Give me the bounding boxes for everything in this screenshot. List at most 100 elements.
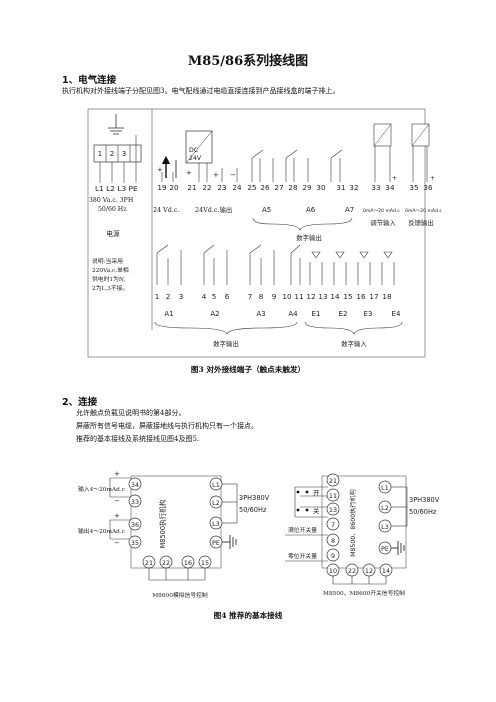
bottom-terminal: 5 [212,292,217,301]
footer-left: M8600模拟信号控制 [152,591,208,599]
top-terminal: 36 [423,183,433,192]
label-adjust-input: 调节输入 [370,218,396,227]
node: 22 [348,567,356,575]
dc-label: DC [189,147,198,154]
figure3-frame [87,108,426,358]
close-label: 关 [313,506,320,515]
page-title: M85/86系列接线图 [187,54,309,69]
label-digital-output-bottom: 数字输出 [213,339,239,348]
top-terminal: 34 [385,183,395,192]
input-label: 输入4～20mAd.c [78,485,125,493]
node: 10 [329,567,337,575]
figure3-caption: 图3 对外接线端子（触点未触发） [190,365,306,374]
top-terminal: 25 [247,183,256,192]
footer-right: M8500、M8600开关信号控制 [323,589,405,597]
fig4-right: 开 关 满位开关量 零位开关量 21 11 13 7 8 9 1 [285,473,440,597]
node: 8 [331,537,335,545]
label-24v-output: 24Vd.c.输出 [195,205,232,214]
top-terminal: 19 [157,183,167,192]
node: 21 [145,559,153,567]
node: 33 [131,498,139,506]
bottom-terminal: 16 [356,292,366,301]
full-open-label: 满位开关量 [288,526,317,534]
transducer-feedback-icon [411,123,430,147]
bottom-terminal: 4 [202,292,207,301]
power-term-3: 3 [122,150,126,158]
bottom-terminal: 1 [155,292,160,301]
node: PE [212,539,220,547]
top-terminal: 31 [336,183,345,192]
section2-line3: 推荐的基本接线及系统接线见图4及图5. [76,435,200,443]
top-terminal: 28 [288,183,298,192]
top-terminal: 32 [349,183,358,192]
output-label: 输出4～20mAd.c [78,527,125,535]
dc-24v-supply: DC 24V [185,130,213,164]
svg-text:+: + [114,512,120,520]
label-digital-output-top: 数字输出 [296,233,322,242]
power-label-right: 3PH380V [409,496,440,504]
power-title: 电源 [106,229,120,238]
section1-heading: 1、电气连接 [62,75,117,86]
node: L2 [381,504,389,512]
top-terminal: 21 [187,183,196,192]
bottom-group-row: A1 A2 A3 A4 E1 E2 E3 E4 [164,310,401,318]
svg-text:+: + [213,171,219,179]
node: 36 [131,521,139,529]
node: L3 [212,520,220,528]
note-line-4: 2为L,3不接。 [92,284,128,292]
zero-open-label: 零位开关量 [288,552,317,560]
freq-label-right: 50/60Hz [409,508,437,516]
label-feedback-output: 反馈输出 [408,218,434,227]
node: L3 [381,523,389,531]
actuator-vertical-label-right: M8500、8600执行机构 [349,489,357,557]
bottom-terminal: 2 [166,292,171,301]
actuator-box-left [130,475,222,569]
svg-text:−: − [230,171,236,179]
bottom-terminal-row: 1 2 3 4 5 6 7 8 9 10 11 12 13 14 15 16 1… [155,292,392,301]
group-e2: E2 [339,310,348,318]
svg-text:+: + [430,175,435,182]
note-line-3: 供电时1为N, [92,275,126,283]
node: 35 [131,539,139,547]
node: L2 [212,499,220,507]
group-e1: E1 [312,310,321,318]
power-term-1: 1 [98,150,102,158]
svg-text:+: + [392,175,397,182]
bottom-terminal: 14 [330,292,340,301]
bottom-terminal: 6 [225,292,230,301]
bottom-terminal: 7 [248,292,253,301]
top-terminal: 33 [371,183,380,192]
power-term-2: 2 [110,150,114,158]
power-label-left: 3PH380V [239,494,270,502]
top-terminal: 29 [302,183,312,192]
node: 9 [331,552,335,560]
node: 7 [331,521,335,529]
node: PE [381,545,389,553]
group-e3: E3 [364,310,373,318]
node: 11 [329,492,337,500]
bottom-terminal: 11 [294,292,303,301]
svg-text:+: + [157,166,163,174]
power-spec-1: 380 Va.c. 3PH [89,197,134,204]
ground-icon [222,535,237,549]
label-24v: 24 Vd.c. [153,206,180,214]
section2-line1: 允许触点负载见说明书的第4部分。 [76,409,186,417]
fig4-left: + − + − 输入4～20mAd.c 输出4～20mAd.c 34 33 36… [78,470,270,599]
top-terminal: 24 [232,183,242,192]
node: 15 [201,559,209,567]
label-ma-in: 0mA～20 mAd.c [363,208,400,214]
optocoupler-icons [311,251,393,259]
bottom-terminal: 13 [318,292,327,301]
figure4-caption: 图4 推荐的基本接线 [213,611,283,620]
node: L1 [381,484,389,492]
bottom-terminal: 17 [369,292,378,301]
svg-text:−: − [114,539,120,547]
bottom-terminal: 18 [382,292,392,301]
svg-text:+: + [186,169,192,177]
bottom-terminal: 15 [343,292,352,301]
label-digital-input: 数字输入 [341,339,367,348]
note-line-1: 说明:当采用 [92,257,123,265]
label-ma-out: 0mA～20 mAd.c [405,208,442,214]
